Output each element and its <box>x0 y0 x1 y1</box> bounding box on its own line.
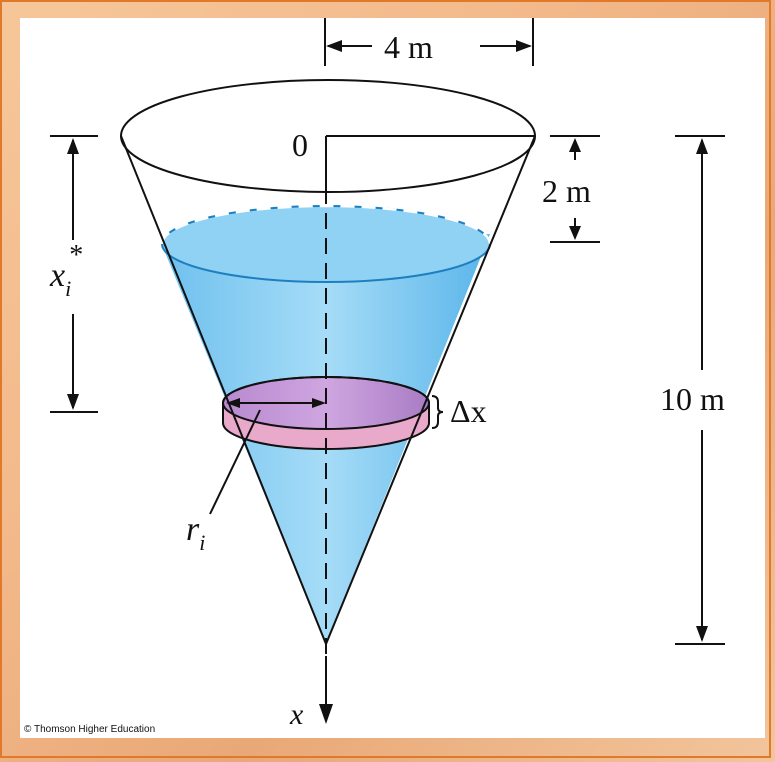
origin-label: 0 <box>292 127 308 163</box>
axis-label: x <box>289 698 304 731</box>
copyright-credit: © Thomson Higher Education <box>24 724 155 735</box>
height-dim-down-arrow <box>696 626 708 642</box>
cone-diagram: x 0 4 m 2 m 10 m xi* <box>24 18 725 735</box>
slab-radius-left-arrow <box>226 398 240 408</box>
xstar-label: xi* <box>49 240 83 301</box>
cone-right-side <box>325 135 536 645</box>
xstar-dim-up-arrow <box>67 138 79 154</box>
cone-left-side <box>120 135 327 645</box>
xstar-dim-down-arrow <box>67 394 79 410</box>
height-dim-up-arrow <box>696 138 708 154</box>
depth-label: 2 m <box>542 173 591 209</box>
axis-arrowhead <box>319 704 333 724</box>
water-surface-back-edge <box>160 204 492 245</box>
width-dim-right-arrow <box>516 40 532 52</box>
delta-x-brace <box>431 395 444 429</box>
width-dim-left-arrow <box>326 40 342 52</box>
slab-radius-right-arrow <box>312 398 326 408</box>
radius-leader-line <box>209 409 261 515</box>
width-label: 4 m <box>384 29 433 65</box>
depth-dim-up-arrow <box>569 138 581 152</box>
height-label: 10 m <box>660 381 725 417</box>
depth-dim-down-arrow <box>569 226 581 240</box>
figure-panel: x 0 4 m 2 m 10 m xi* <box>20 18 765 738</box>
radius-label: ri <box>186 511 205 555</box>
delta-x-label: Δx <box>450 393 487 429</box>
